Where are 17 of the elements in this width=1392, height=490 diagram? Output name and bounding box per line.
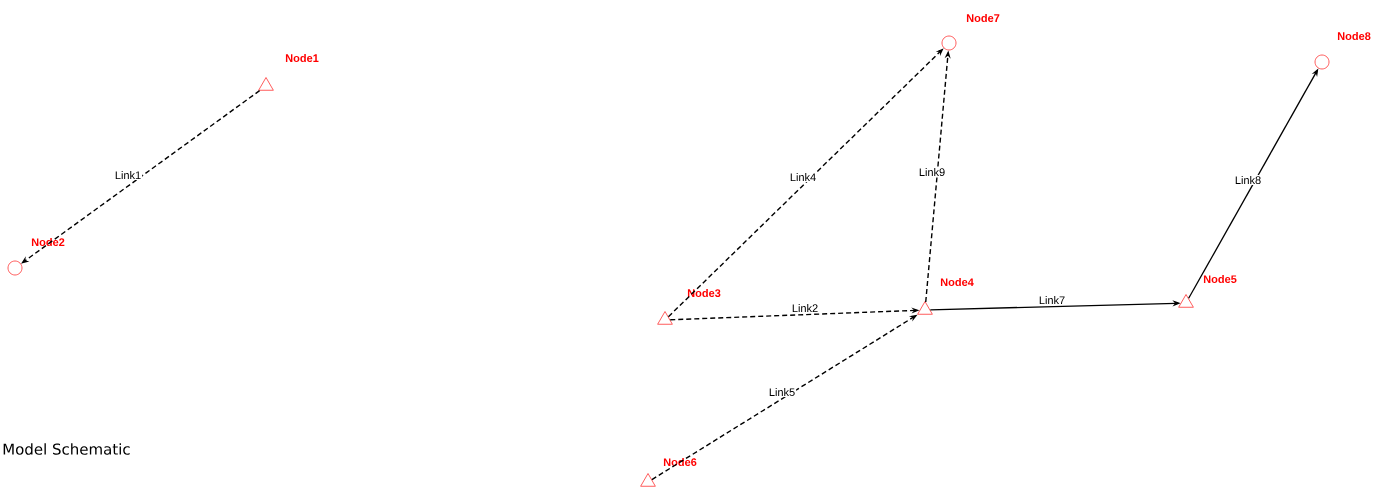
node-label: Node6	[663, 457, 697, 467]
edge-label: Link4	[788, 172, 818, 182]
edge-label: Link7	[1037, 295, 1067, 305]
node-label: Node7	[966, 13, 1000, 23]
caption: Model Schematic	[3, 443, 130, 455]
edge-label: Link2	[790, 303, 820, 313]
node-label: Node8	[1337, 31, 1371, 41]
edge-label: Link8	[1233, 174, 1263, 186]
node-label: Node4	[940, 277, 974, 287]
node-label: Node2	[31, 237, 65, 247]
node-label: Node5	[1203, 274, 1237, 284]
edge-label: Link9	[917, 166, 947, 178]
edge-label: Link5	[767, 386, 797, 398]
node-label: Node3	[687, 288, 721, 298]
arrow	[21, 89, 261, 264]
edge-label: Link1	[113, 170, 143, 180]
node-label: Node1	[285, 53, 319, 63]
